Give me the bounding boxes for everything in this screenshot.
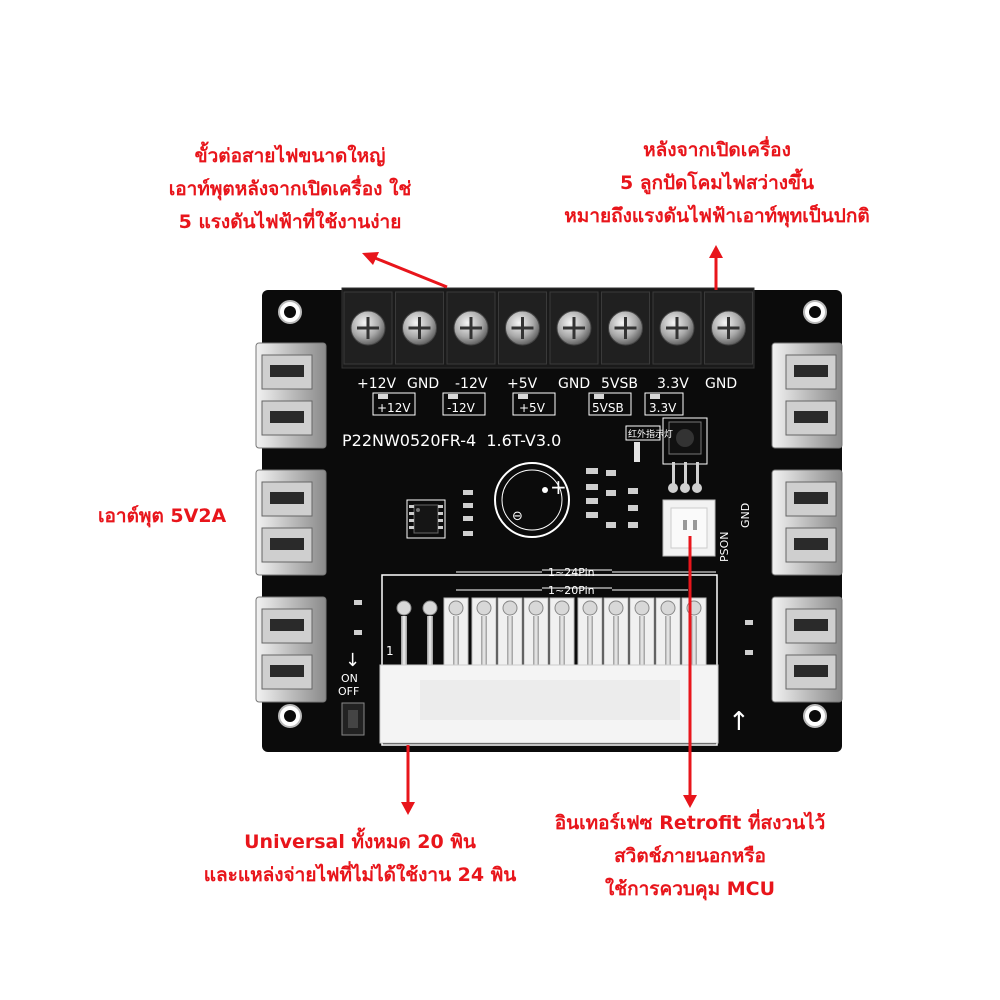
callout-line: เอาท์พุตหลังจากเปิดเครื่อง ใช่ <box>168 178 412 200</box>
callout-line: หลังจากเปิดเครื่อง <box>643 139 791 161</box>
usb-port[interactable] <box>255 469 327 576</box>
terminal-label: GND <box>558 376 590 392</box>
callout-line: และแหล่งจ่ายไฟที่ไม่ได้ใช้งาน 24 พิน <box>203 864 517 886</box>
atx-pin <box>655 597 681 669</box>
switch-arrow: ↓ <box>345 650 360 671</box>
terminal-label: +5V <box>507 376 538 392</box>
capacitor-minus: ⊖ <box>512 509 523 524</box>
pin1-label: 1 <box>386 644 394 658</box>
terminal-screw[interactable] <box>549 291 599 365</box>
atx-pin <box>471 597 497 669</box>
usb-port[interactable] <box>255 596 327 703</box>
terminal-label: GND <box>407 376 439 392</box>
led-label: 5VSB <box>592 401 624 415</box>
power-switch[interactable] <box>341 702 365 736</box>
callout-line: เอาต์พุต 5V2A <box>98 505 227 527</box>
terminal-labels: +12V GND -12V +5V GND 5VSB 3.3V GND <box>357 376 737 392</box>
callout-line: สวิตช์ภายนอกหรือ <box>614 845 766 867</box>
usb-port[interactable] <box>771 342 843 449</box>
switch-off-label: OFF <box>338 685 359 698</box>
terminal-screw[interactable] <box>601 291 650 365</box>
capacitor-plus: + <box>550 475 567 499</box>
atx-pin <box>603 597 629 669</box>
led-label: 3.3V <box>649 401 677 415</box>
mounting-holes <box>278 300 827 728</box>
terminal-screw[interactable] <box>704 291 753 365</box>
terminal-label: 3.3V <box>657 376 689 392</box>
callout-line: หมายถึงแรงดันไฟฟ้าเอาท์พุทเป็นปกติ <box>564 205 870 227</box>
usb-port[interactable] <box>771 596 843 703</box>
gnd-label: GND <box>739 503 752 528</box>
terminal-screw[interactable] <box>395 291 444 365</box>
callout-line: Universal ทั้งหมด 20 พิน <box>244 831 476 853</box>
callout-line: ขั้วต่อสายไฟขนาดใหญ่ <box>194 145 386 167</box>
atx-pin <box>523 597 549 669</box>
board-model-text: P22NW0520FR-4 1.6T-V3.0 <box>342 431 561 450</box>
ir-indicator-label: 红外指示灯 <box>628 428 673 440</box>
terminal-label: +12V <box>357 376 397 392</box>
callout-line: ใช้การควบคุม MCU <box>604 878 776 900</box>
terminal-label: 5VSB <box>601 376 638 392</box>
callout-terminal-block: ขั้วต่อสายไฟขนาดใหญ่ เอาท์พุตหลังจากเปิด… <box>130 140 450 239</box>
led-label: -12V <box>447 401 476 415</box>
atx-pin <box>396 600 412 668</box>
usb-port[interactable] <box>771 469 843 576</box>
usb-port[interactable] <box>255 342 327 449</box>
callout-line: 5 ลูกปัดโคมไฟสว่างขึ้น <box>619 172 815 194</box>
pin24-label: 1~24Pin <box>548 566 595 579</box>
terminal-screw[interactable] <box>652 291 702 365</box>
terminal-screw[interactable] <box>343 291 393 365</box>
pin20-label: 1~20Pin <box>548 584 595 597</box>
atx-pin <box>443 597 469 669</box>
terminal-label: GND <box>705 376 737 392</box>
callout-pson: อินเทอร์เฟซ Retrofit ที่สงวนไว้ สวิตช์ภา… <box>530 807 850 906</box>
capacitor-footprint: + ⊖ <box>494 462 570 538</box>
atx-pin <box>497 597 523 669</box>
switch-on-label: ON <box>341 672 358 685</box>
atx-pin <box>577 597 603 669</box>
smd-components <box>354 468 753 655</box>
ir-receiver <box>662 417 708 493</box>
led-label: +12V <box>377 401 411 415</box>
up-arrow-marking: ↑ <box>728 707 750 737</box>
terminal-screw[interactable] <box>498 291 547 365</box>
screw-terminal-block <box>341 287 755 369</box>
terminal-screw[interactable] <box>446 291 496 365</box>
atx-pin <box>681 597 707 669</box>
callout-leds: หลังจากเปิดเครื่อง 5 ลูกปัดโคมไฟสว่างขึ้… <box>532 134 902 233</box>
led-label: +5V <box>519 401 546 415</box>
callout-line: 5 แรงดันไฟฟ้าที่ใช้งานง่าย <box>178 211 402 233</box>
led-indicators: +12V -12V +5V 5VSB 3.3V <box>372 392 684 416</box>
terminal-label: -12V <box>455 376 488 392</box>
atx-pin <box>549 597 575 669</box>
annotation-arrows <box>362 245 723 815</box>
ic-chip <box>406 499 446 539</box>
atx-pin <box>422 600 438 668</box>
callout-line: อินเทอร์เฟซ Retrofit ที่สงวนไว้ <box>554 812 826 834</box>
usb-ports <box>255 342 843 703</box>
atx-pin <box>629 597 655 669</box>
atx-connector[interactable]: 1~24Pin 1~20Pin 1 <box>379 566 719 746</box>
callout-atx: Universal ทั้งหมด 20 พิน และแหล่งจ่ายไฟท… <box>185 826 535 892</box>
callout-usb-output: เอาต์พุต 5V2A <box>98 500 248 533</box>
pson-label: PSON <box>718 531 731 562</box>
